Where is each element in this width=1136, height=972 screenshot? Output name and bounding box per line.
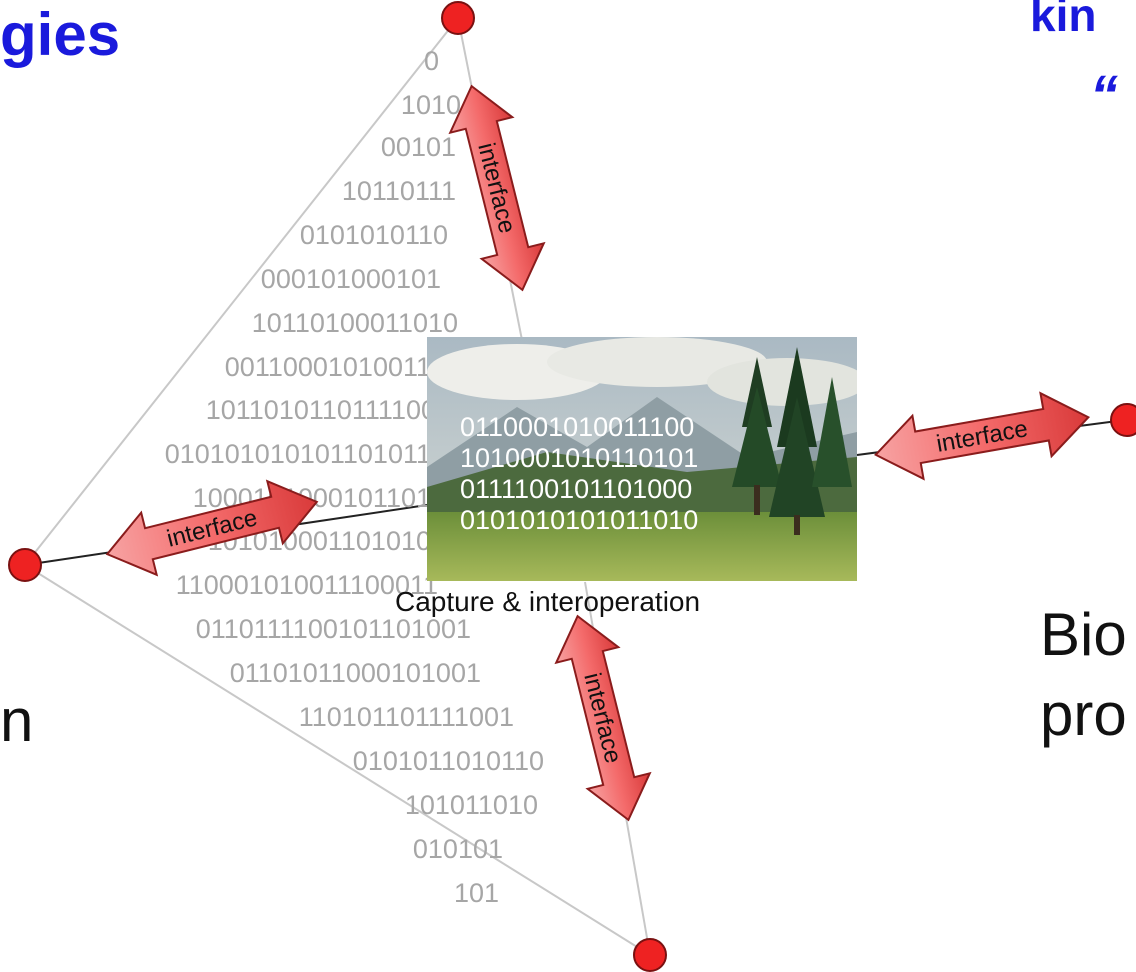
binary-line: 00110001010011 <box>224 352 431 382</box>
binary-line: 0101011010110 <box>352 746 544 776</box>
binary-line: 10110100011010 <box>251 308 458 338</box>
binary-line: 0 <box>423 46 439 76</box>
node-right <box>1110 403 1136 437</box>
edge-bottom-left <box>24 564 651 956</box>
body-right-line2: pro <box>1040 681 1127 748</box>
body-right-line1: Bio <box>1040 601 1127 668</box>
landscape-image <box>427 337 857 581</box>
body-left-fragment: n <box>0 687 34 754</box>
overlay-binary-line: 0110001010011100 <box>460 412 695 442</box>
binary-line: 000101000101 <box>260 264 441 294</box>
landscape-painting <box>427 337 857 581</box>
node-bottom <box>633 938 667 972</box>
overlay-binary-line: 0111100101101000 <box>460 474 693 504</box>
heading-left-fragment: gies <box>0 1 121 68</box>
binary-line: 010101 <box>412 834 503 864</box>
edge-top-left <box>24 17 459 566</box>
node-top <box>441 1 475 35</box>
binary-line: 101011010 <box>404 790 538 820</box>
binary-line: 01101011000101001 <box>229 658 481 688</box>
binary-line: 0101010110 <box>299 220 448 250</box>
arrow-bottom: interface <box>554 614 652 822</box>
binary-line: 1011010110111100 <box>205 395 436 425</box>
binary-line: 010101010101101011 <box>164 439 431 469</box>
arrow-top: interface <box>448 84 546 292</box>
binary-line: 110101101111001 <box>298 702 514 732</box>
heading-right-fragment: kin <box>1030 0 1097 41</box>
node-left <box>8 548 42 582</box>
binary-line: 10110111 <box>341 176 456 206</box>
overlay-binary-line: 1010001010110101 <box>460 443 699 473</box>
binary-line: 0110111100101101001 <box>195 614 471 644</box>
binary-line: 00101 <box>380 132 456 162</box>
binary-line: 110001010011100011 <box>175 570 438 600</box>
binary-line: 1010 <box>400 90 461 120</box>
overlay-binary-line: 0101010101011010 <box>460 505 699 535</box>
arrow-right: interface <box>873 391 1091 481</box>
heading-right-quote: “ <box>1090 63 1118 126</box>
binary-line: 101 <box>453 878 499 908</box>
arrow-left: interface <box>105 479 319 577</box>
panel-caption: Capture & interoperation <box>395 586 701 617</box>
